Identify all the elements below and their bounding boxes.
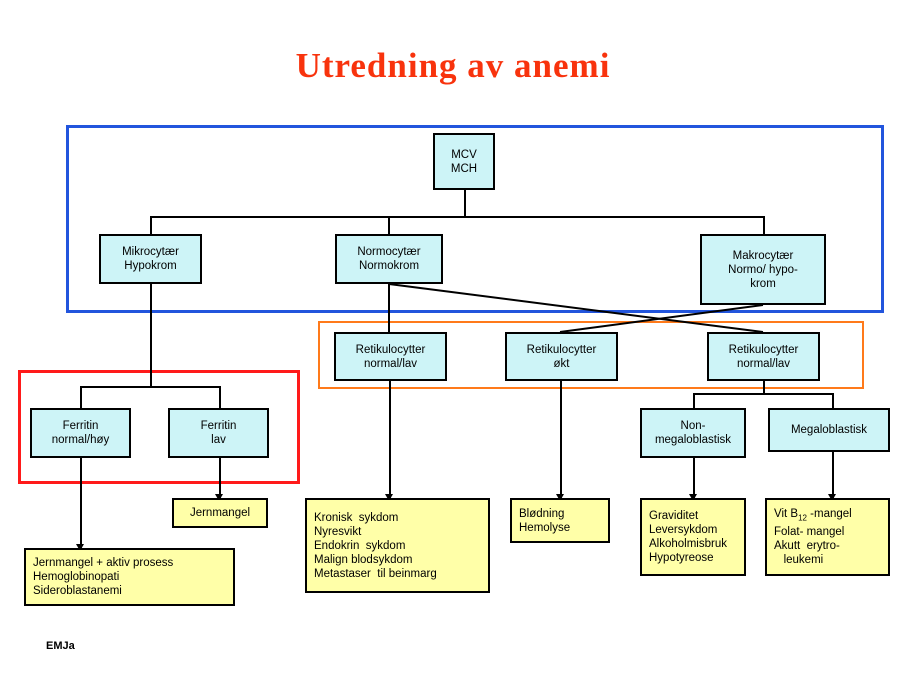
result-kronisk-sykdom-line-2: Nyresvikt xyxy=(314,525,362,538)
node-normocytic-line-2: Normokrom xyxy=(358,260,420,272)
result-blodning-hemolyse-line-2: Hemolyse xyxy=(519,521,571,534)
result-kronisk-sykdom-line-3: Endokrin sykdom xyxy=(314,539,406,552)
node-ferritin-normal-high-line-2: normal/høy xyxy=(51,434,110,446)
connector-retic-increased-to-result xyxy=(560,381,562,498)
connector-drop-ferritin-normal xyxy=(80,386,82,408)
result-megaloblastic-causes[interactable]: Vit B12 -mangel Folat- mangel Akutt eryt… xyxy=(765,498,890,576)
result-blodning-hemolyse[interactable]: Blødning Hemolyse xyxy=(510,498,610,543)
node-retic-normal-left[interactable]: Retikulocytter normal/lav xyxy=(334,332,447,381)
result-kronisk-sykdom[interactable]: Kronisk sykdom Nyresvikt Endokrin sykdom… xyxy=(305,498,490,593)
node-mcv-mch-line-1: MCV xyxy=(451,148,477,161)
connector-drop-microcytic xyxy=(150,216,152,234)
node-ferritin-normal-high-line-1: Ferritin xyxy=(62,420,99,432)
connector-root-stem xyxy=(464,190,466,216)
connector-non-mega-to-result xyxy=(693,458,695,498)
node-microcytic-line-1: Mikrocytær xyxy=(122,246,179,258)
result-jernmangel-aktiv-line-2: Hemoglobinopati xyxy=(33,571,120,583)
result-kronisk-sykdom-line-5: Metastaser til beinmarg xyxy=(314,567,437,580)
node-retic-normal-right-line-2: normal/lav xyxy=(736,357,791,370)
arrowhead-result-iron-def xyxy=(215,494,223,501)
result-jernmangel-aktiv-line-3: Sideroblastanemi xyxy=(33,585,122,597)
node-macrocytic-line-2: Normo/ hypo- xyxy=(728,263,798,276)
result-non-mega-line-1: Graviditet xyxy=(649,510,699,522)
connector-mega-to-result xyxy=(832,452,834,498)
result-kronisk-sykdom-line-4: Malign blodsykdom xyxy=(314,553,413,566)
arrowhead-result-chronic xyxy=(76,544,84,551)
result-mega-line-2: Folat- mangel xyxy=(774,526,845,539)
node-microcytic[interactable]: Mikrocytær Hypokrom xyxy=(99,234,202,284)
arrowhead-result-non-mega xyxy=(689,494,697,501)
node-ferritin-low-line-1: Ferritin xyxy=(200,420,237,432)
connector-drop-mega xyxy=(832,393,834,408)
node-retic-increased-line-2: økt xyxy=(553,357,570,370)
node-retic-normal-left-line-2: normal/lav xyxy=(363,357,418,370)
node-retic-normal-left-line-1: Retikulocytter xyxy=(355,343,426,356)
node-retic-normal-right[interactable]: Retikulocytter normal/lav xyxy=(707,332,820,381)
node-non-megaloblastic-line-2: megaloblastisk xyxy=(654,434,732,446)
connector-mega-bus xyxy=(693,393,833,395)
connector-retic-right-stem xyxy=(763,381,765,393)
node-ferritin-low-line-2: lav xyxy=(211,434,226,446)
connector-drop-macrocytic xyxy=(763,216,765,234)
result-mega-line-3: Akutt erytro- xyxy=(774,540,840,553)
result-jernmangel[interactable]: Jernmangel xyxy=(172,498,268,528)
result-kronisk-sykdom-line-1: Kronisk sykdom xyxy=(314,511,399,524)
node-retic-increased[interactable]: Retikulocytter økt xyxy=(505,332,618,381)
result-non-mega-line-4: Hypotyreose xyxy=(649,552,714,564)
connector-microcytic-stem xyxy=(150,284,152,386)
frame-orange-reticulocytes xyxy=(318,321,864,389)
node-macrocytic-line-3: krom xyxy=(750,277,776,290)
node-ferritin-normal-high[interactable]: Ferritin normal/høy xyxy=(30,408,131,458)
frame-red-ferritin xyxy=(18,370,300,484)
result-jernmangel-aktiv-line-1: Jernmangel + aktiv prosess xyxy=(33,557,174,569)
author-credit: EMJa xyxy=(46,640,75,652)
arrowhead-result-chronic-disease xyxy=(385,494,393,501)
node-retic-normal-right-line-1: Retikulocytter xyxy=(728,343,799,356)
page-title: Utredning av anemi xyxy=(295,46,611,85)
result-blodning-hemolyse-line-1: Blødning xyxy=(519,507,565,520)
result-mega-line-4: leukemi xyxy=(774,554,824,567)
connector-ferritin-bus xyxy=(80,386,220,388)
result-jernmangel-line-1: Jernmangel xyxy=(189,507,251,519)
node-megaloblastic[interactable]: Megaloblastisk xyxy=(768,408,890,452)
result-non-megaloblastic-causes[interactable]: Graviditet Leversykdom Alkoholmisbruk Hy… xyxy=(640,498,746,576)
node-normocytic[interactable]: Normocytær Normokrom xyxy=(335,234,443,284)
connector-retic-left-to-result xyxy=(389,381,391,498)
node-non-megaloblastic-line-1: Non- xyxy=(680,420,706,432)
result-non-mega-line-2: Leversykdom xyxy=(649,524,718,536)
connector-drop-ferritin-low xyxy=(219,386,221,408)
frame-blue-cell-indices xyxy=(66,125,884,313)
node-ferritin-low[interactable]: Ferritin lav xyxy=(168,408,269,458)
result-mega-line-1: Vit B12 -mangel xyxy=(774,507,852,523)
connector-drop-normocytic xyxy=(388,216,390,234)
node-microcytic-line-2: Hypokrom xyxy=(124,260,177,272)
result-jernmangel-aktiv[interactable]: Jernmangel + aktiv prosess Hemoglobinopa… xyxy=(24,548,235,606)
connector-ferritin-low-to-result xyxy=(219,458,221,498)
connector-drop-non-mega xyxy=(693,393,695,408)
node-macrocytic[interactable]: Makrocytær Normo/ hypo- krom xyxy=(700,234,826,305)
node-normocytic-line-1: Normocytær xyxy=(357,246,421,258)
node-non-megaloblastic[interactable]: Non- megaloblastisk xyxy=(640,408,746,458)
node-macrocytic-line-1: Makrocytær xyxy=(732,249,794,262)
connector-ferritin-normal-to-result xyxy=(80,458,82,548)
result-non-mega-line-3: Alkoholmisbruk xyxy=(649,538,727,550)
arrowhead-result-bleeding xyxy=(556,494,564,501)
node-retic-increased-line-1: Retikulocytter xyxy=(526,343,597,356)
node-mcv-mch[interactable]: MCV MCH xyxy=(433,133,495,190)
arrowhead-result-mega xyxy=(828,494,836,501)
node-megaloblastic-line-1: Megaloblastisk xyxy=(790,424,868,436)
connector-row2-bus xyxy=(150,216,764,218)
node-mcv-mch-line-2: MCH xyxy=(450,162,478,175)
